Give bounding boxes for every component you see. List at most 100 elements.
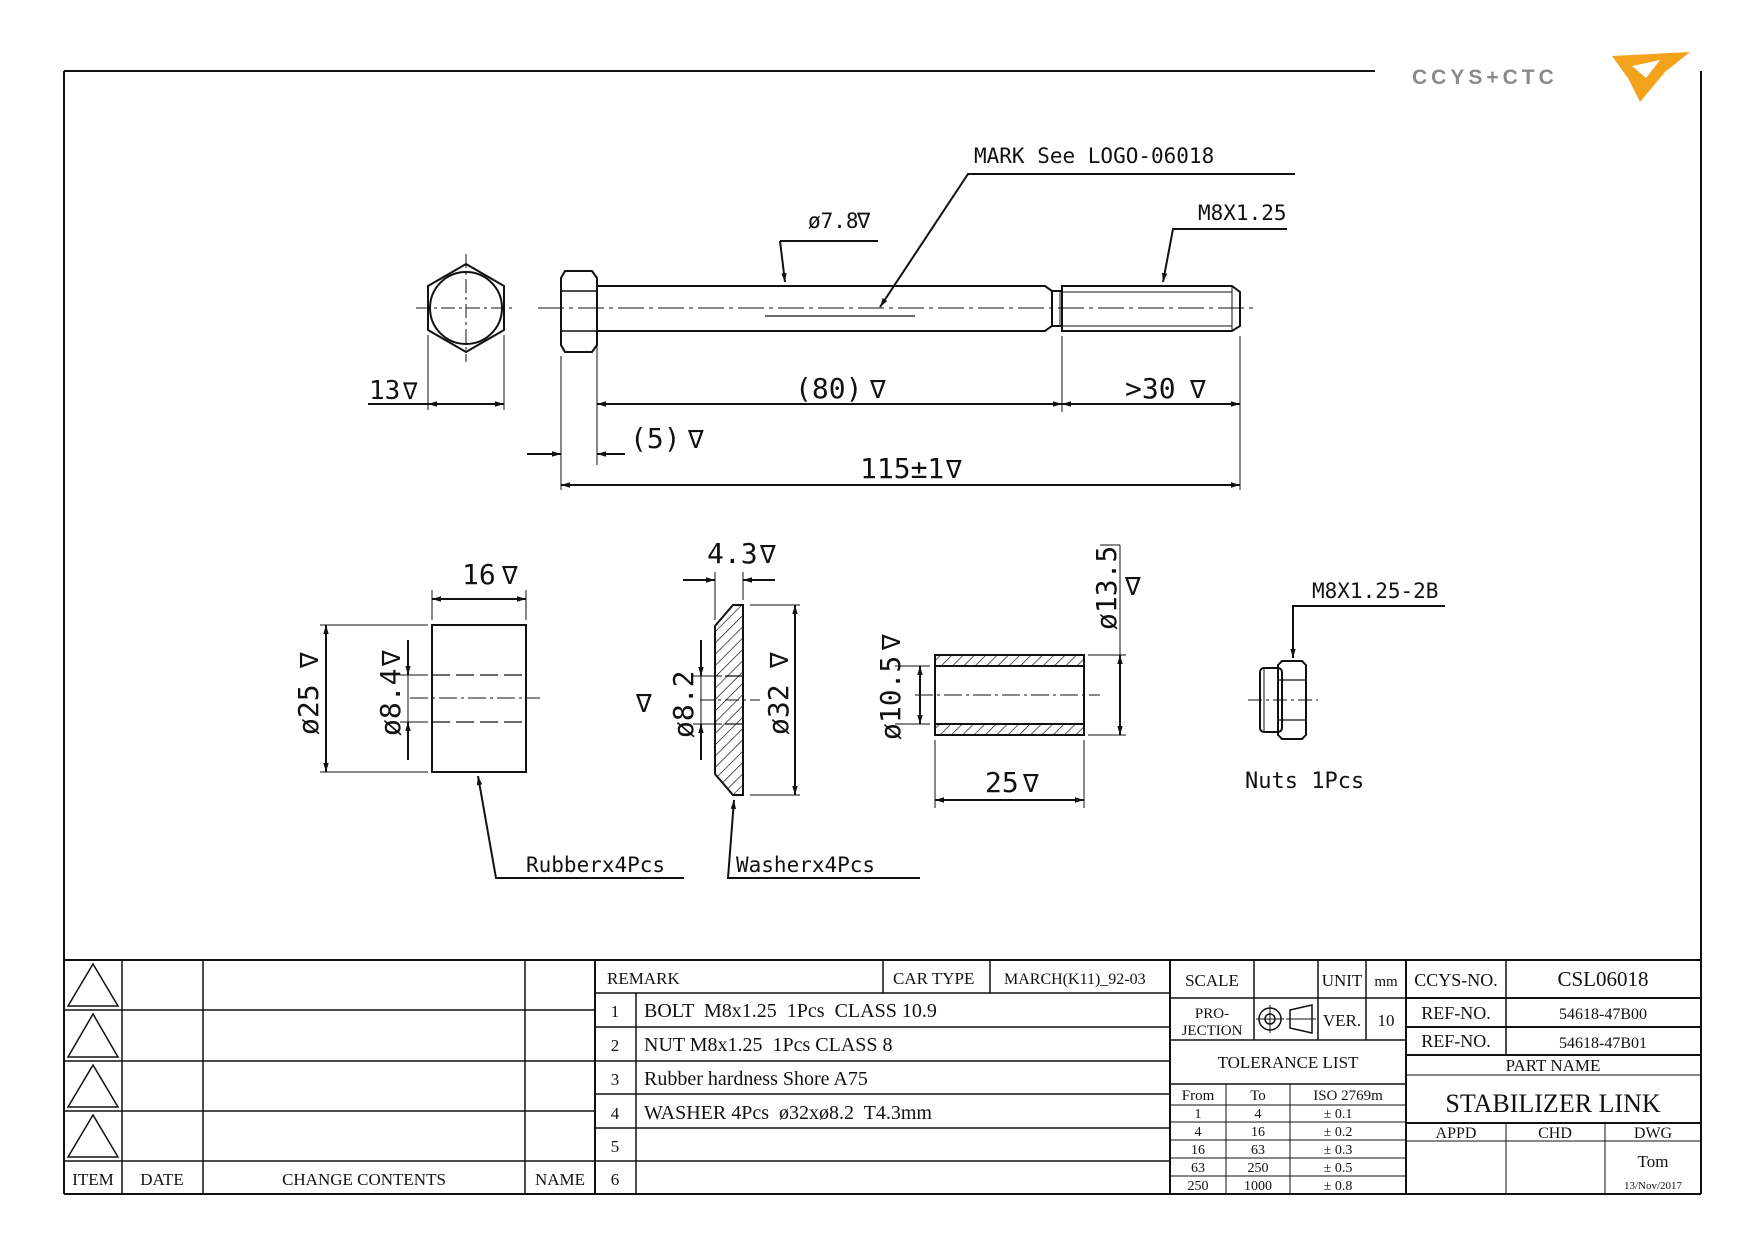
tolerance-cell: 250 [1188, 1179, 1209, 1194]
title-block-grid [64, 959, 1701, 1194]
tolerance-cell: 4 [1255, 1107, 1262, 1122]
bolt-dimensions: MARK See LOGO-06018 ø7.8 ∇ M8X1.25 13 ∇ … [369, 144, 1287, 485]
ref-no-value: 54618-47B01 [1559, 1035, 1647, 1052]
finish-symbol: ∇ [402, 377, 418, 405]
tolerance-header-from: From [1182, 1088, 1215, 1104]
chd-label: CHD [1538, 1125, 1572, 1142]
tolerance-header-iso: ISO 2769m [1313, 1088, 1383, 1104]
finish-symbol: ∇ [869, 375, 886, 405]
rubber-length-label: 16 [462, 558, 496, 591]
header-change-contents: CHANGE CONTENTS [282, 1170, 446, 1189]
bolt-view [368, 173, 1295, 490]
shank-length-label: (80) [795, 372, 862, 405]
header-item: ITEM [72, 1170, 114, 1189]
finish-symbol: ∇ [295, 652, 325, 669]
remark-number: 4 [611, 1104, 620, 1123]
finish-symbol: ∇ [759, 540, 776, 570]
washer-thickness-label: 4.3 [707, 537, 758, 570]
ref-no-value: 54618-47B00 [1559, 1006, 1647, 1023]
remarks-table: REMARK CAR TYPE MARCH(K11)_92-03 1 BOLT … [607, 969, 1146, 1189]
thread-spec-label: M8X1.25 [1198, 201, 1287, 225]
tolerance-cell: 1000 [1244, 1179, 1272, 1194]
tolerance-cell: ± 0.8 [1324, 1179, 1353, 1194]
nut-dimensions: M8X1.25-2B Nuts 1Pcs [1245, 579, 1438, 794]
washer-part [683, 572, 920, 879]
title-block: CCYS-NO. CSL06018 REF-NO. 54618-47B00 RE… [1414, 967, 1682, 1192]
ref-no-label: REF-NO. [1421, 1003, 1491, 1023]
rubber-inner-dia-label: ø8.4 [374, 669, 407, 736]
tolerance-header-to: To [1250, 1088, 1266, 1104]
finish-symbol: ∇ [501, 561, 518, 591]
finish-symbol: ∇ [635, 689, 652, 719]
tolerance-cell: ± 0.5 [1324, 1161, 1353, 1176]
rubber-dimensions: 16 ∇ ø25 ∇ ø8.4 ∇ Rubberx4Pcs [292, 558, 665, 877]
total-length-label: 115±1 [860, 452, 944, 485]
header-name: NAME [535, 1170, 585, 1189]
nut-thread-label: M8X1.25-2B [1312, 579, 1438, 603]
drawing-date-value: 13/Nov/2017 [1624, 1180, 1683, 1192]
drawn-by-value: Tom [1638, 1152, 1669, 1171]
ccys-no-label: CCYS-NO. [1414, 970, 1498, 990]
drawing-frame [63, 70, 1702, 1195]
version-label: VER. [1323, 1011, 1361, 1030]
finish-symbol: ∇ [945, 455, 962, 485]
unit-label: UNIT [1322, 971, 1363, 990]
finish-symbol: ∇ [687, 425, 704, 455]
finish-symbol: ∇ [377, 650, 407, 667]
part-name-value: STABILIZER LINK [1445, 1089, 1660, 1118]
revision-triangle-icon [66, 1063, 120, 1108]
washer-inner-dia-label: ø8.2 [667, 671, 700, 738]
finish-symbol: ∇ [856, 209, 871, 234]
tolerance-cell: ± 0.3 [1324, 1143, 1353, 1158]
tolerance-cell: 63 [1191, 1161, 1205, 1176]
rubber-part [320, 590, 684, 879]
tolerance-cell: 16 [1191, 1143, 1205, 1158]
car-type-value: MARCH(K11)_92-03 [1004, 971, 1146, 988]
sleeve-inner-dia-label: ø10.5 [874, 656, 907, 740]
revision-triangle-icon [66, 1113, 120, 1158]
revision-triangle-icon [66, 1012, 120, 1058]
remark-text: WASHER 4Pcs ø32xø8.2 T4.3mm [644, 1102, 932, 1124]
remark-header: REMARK [607, 969, 680, 988]
tolerance-cell: 250 [1248, 1161, 1269, 1176]
tolerance-cell: ± 0.1 [1324, 1107, 1353, 1122]
dwg-label: DWG [1634, 1125, 1673, 1142]
tolerance-cell: 63 [1251, 1143, 1265, 1158]
tolerance-cell: 16 [1251, 1125, 1265, 1140]
appd-label: APPD [1436, 1125, 1477, 1142]
rubber-quantity-label: Rubberx4Pcs [526, 853, 665, 877]
bolt-head [560, 270, 598, 353]
revision-triangle-icon [66, 962, 120, 1007]
washer-dimensions: 4.3 ∇ ø8.2 ∇ ø32 ∇ Washerx4Pcs [635, 537, 875, 877]
tolerance-cell: 4 [1195, 1125, 1202, 1140]
thread-length-label: >30 [1125, 372, 1176, 405]
mark-note: MARK See LOGO-06018 [974, 144, 1214, 168]
remark-text: Rubber hardness Shore A75 [644, 1068, 868, 1090]
bolt-hex-end-view [427, 262, 505, 354]
info-block: SCALE UNIT mm PRO- JECTION VER. 10 TOLER… [1182, 971, 1398, 1194]
tolerance-cell: ± 0.2 [1324, 1125, 1353, 1140]
part-name-label: PART NAME [1506, 1056, 1601, 1075]
remark-number: 1 [611, 1002, 620, 1021]
finish-symbol: ∇ [1022, 769, 1039, 799]
across-flats-label: 13 [369, 376, 400, 406]
projection-label: PRO- [1195, 1006, 1229, 1022]
sleeve-outer-dia-label: ø13.5 [1090, 546, 1123, 630]
projection-symbol-icon [1256, 1004, 1316, 1034]
revision-table-headers: ITEM DATE CHANGE CONTENTS NAME [72, 1170, 585, 1189]
tolerance-title: TOLERANCE LIST [1218, 1053, 1359, 1072]
remark-text: NUT M8x1.25 1Pcs CLASS 8 [644, 1034, 893, 1056]
car-type-label: CAR TYPE [893, 969, 974, 988]
remark-number: 2 [611, 1036, 620, 1055]
remark-number: 3 [611, 1070, 620, 1089]
remark-number: 5 [611, 1137, 620, 1156]
header-date: DATE [140, 1170, 183, 1189]
finish-symbol: ∇ [1189, 375, 1206, 405]
projection-label: JECTION [1182, 1023, 1243, 1039]
logo-text: CCYS+CTC [1412, 66, 1558, 89]
company-logo: CCYS+CTC [1412, 52, 1690, 102]
shank-diameter-label: ø7.8 [808, 209, 859, 233]
logo-swoosh-icon [1612, 52, 1690, 102]
sleeve-part [895, 544, 1126, 808]
